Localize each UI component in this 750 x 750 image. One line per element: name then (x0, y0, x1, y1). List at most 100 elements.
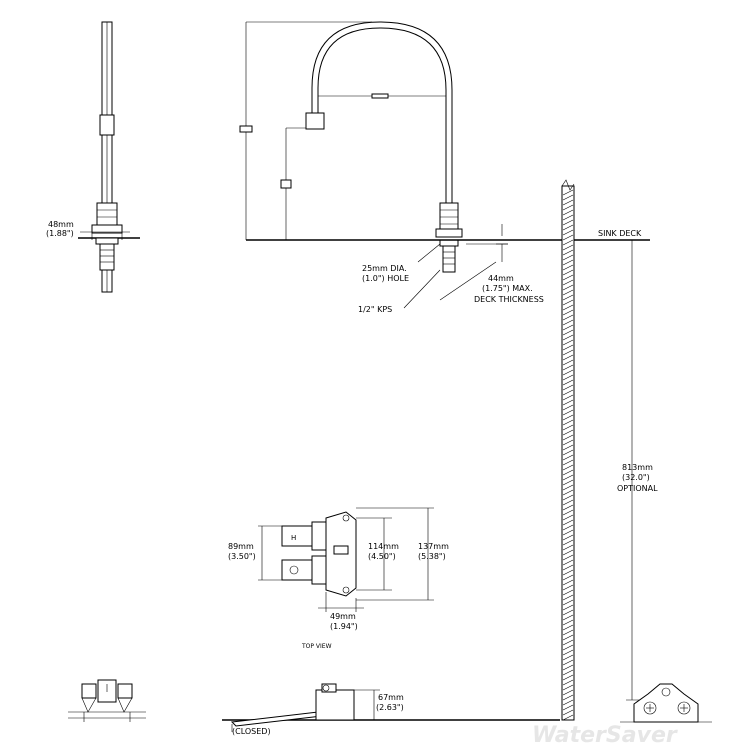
pole-hatch-line (562, 359, 574, 366)
pole-hatch-line (562, 669, 574, 676)
pole-hatch-line (562, 324, 574, 331)
pole-hatch-line (562, 714, 574, 721)
pole-hatch-line (562, 634, 574, 641)
pole-hatch-line (562, 234, 574, 241)
pole-hatch-line (562, 644, 574, 651)
pole-hatch-line (562, 424, 574, 431)
pole-hatch-line (562, 254, 574, 261)
pole-hatch-line (562, 519, 574, 526)
pole-hatch-line (562, 574, 574, 581)
pole-hatch-line (562, 484, 574, 491)
pole-hatch-line (562, 529, 574, 536)
pole-hatch-line (562, 604, 574, 611)
optional-pole (561, 179, 575, 721)
pole-hatch-line (562, 344, 574, 351)
pole-hatch-line (562, 679, 574, 686)
svg-text:H: H (291, 534, 296, 542)
pole-hatch-line (562, 689, 574, 696)
pole-hatch-line (562, 499, 574, 506)
pole-hatch-line (562, 329, 574, 336)
pole-hatch-line (562, 629, 574, 636)
pole-hatch-line (562, 374, 574, 381)
pole-hatch-line (562, 579, 574, 586)
side-width-in: (1.88") (46, 229, 74, 238)
pole-hatch-line (562, 239, 574, 246)
pole-hatch-line (562, 599, 574, 606)
pole-hatch-line (562, 554, 574, 561)
bottom-left-valve-view (68, 679, 146, 722)
pole-hatch-line (562, 439, 574, 446)
top-137-mm: 137mm (418, 542, 449, 551)
pole-hatch-line (562, 404, 574, 411)
top-height-in: (3.50") (228, 552, 256, 561)
pole-hatch-line (562, 609, 574, 616)
pole-hatch-line (562, 549, 574, 556)
pole-hatch-line (562, 444, 574, 451)
pole-hatch-line (562, 334, 574, 341)
pole-hatch-line (562, 624, 574, 631)
pole-hatch-line (562, 429, 574, 436)
pole-hatch-line (562, 449, 574, 456)
pole-hatch-line (562, 299, 574, 306)
pole-hatch-line (562, 459, 574, 466)
pole-hatch-line (562, 564, 574, 571)
pole-hatch-line (562, 659, 574, 666)
pole-hatch-line (562, 589, 574, 596)
pole-hatch-line (562, 224, 574, 231)
pole-hatch-line (562, 699, 574, 706)
pole-hatch-line (562, 294, 574, 301)
pole-hatch-line (562, 434, 574, 441)
pole-hatch-line (562, 544, 574, 551)
watermark: WaterSaver (532, 723, 678, 748)
pole-hatch-line (562, 514, 574, 521)
pole-hatch-line (562, 189, 574, 196)
pole-hatch-line (562, 199, 574, 206)
top-137-in: (5.38") (418, 552, 446, 561)
deck-thickness-mm: 44mm (488, 274, 514, 283)
pole-hatch-line (562, 614, 574, 621)
floor-flange-view (620, 683, 712, 723)
top-114-mm: 114mm (368, 542, 399, 551)
pole-hatch-line (562, 229, 574, 236)
pole-hatch-line (562, 474, 574, 481)
kps-label: 1/2" KPS (358, 305, 392, 314)
deck-thickness-note: DECK THICKNESS (474, 295, 544, 304)
hole-size-in: (1.0") HOLE (362, 274, 409, 283)
pole-hatch-line (562, 534, 574, 541)
top-height-mm: 89mm (228, 542, 254, 551)
pole-hatch-line (562, 454, 574, 461)
pole-hatch-line (562, 314, 574, 321)
pole-hatch-line (562, 464, 574, 471)
pole-hatch-line (562, 469, 574, 476)
pole-hatch-line (562, 309, 574, 316)
pole-length-in: (32.0") (622, 473, 650, 482)
pole-hatch-line (562, 389, 574, 396)
pole-hatch-line (562, 304, 574, 311)
pole-hatch-line (562, 264, 574, 271)
pole-hatch-line (562, 284, 574, 291)
pole-hatch-line (562, 369, 574, 376)
pole-hatch-line (562, 494, 574, 501)
pole-hatch-line (562, 619, 574, 626)
hole-size-mm: 25mm DIA. (362, 264, 407, 273)
pole-hatch-line (562, 269, 574, 276)
pole-hatch-line (562, 489, 574, 496)
top-114-in: (4.50") (368, 552, 396, 561)
pole-hatch-line (562, 349, 574, 356)
pedal-side-view (222, 683, 560, 732)
pole-hatch-line (562, 639, 574, 646)
top-view-foot-valve: H (258, 507, 434, 612)
front-view-gooseneck (239, 21, 463, 273)
pole-hatch-line (562, 649, 574, 656)
pole-hatch-line (562, 594, 574, 601)
pole-hatch-line (562, 384, 574, 391)
pedal-height-in: (2.63") (376, 703, 404, 712)
pole-hatch-line (562, 664, 574, 671)
pole-hatch-line (562, 219, 574, 226)
pole-hatch-line (562, 339, 574, 346)
sink-deck-label: SINK DECK (598, 229, 642, 238)
pole-hatch-line (562, 394, 574, 401)
pole-hatch-line (562, 559, 574, 566)
pole-hatch-line (562, 524, 574, 531)
